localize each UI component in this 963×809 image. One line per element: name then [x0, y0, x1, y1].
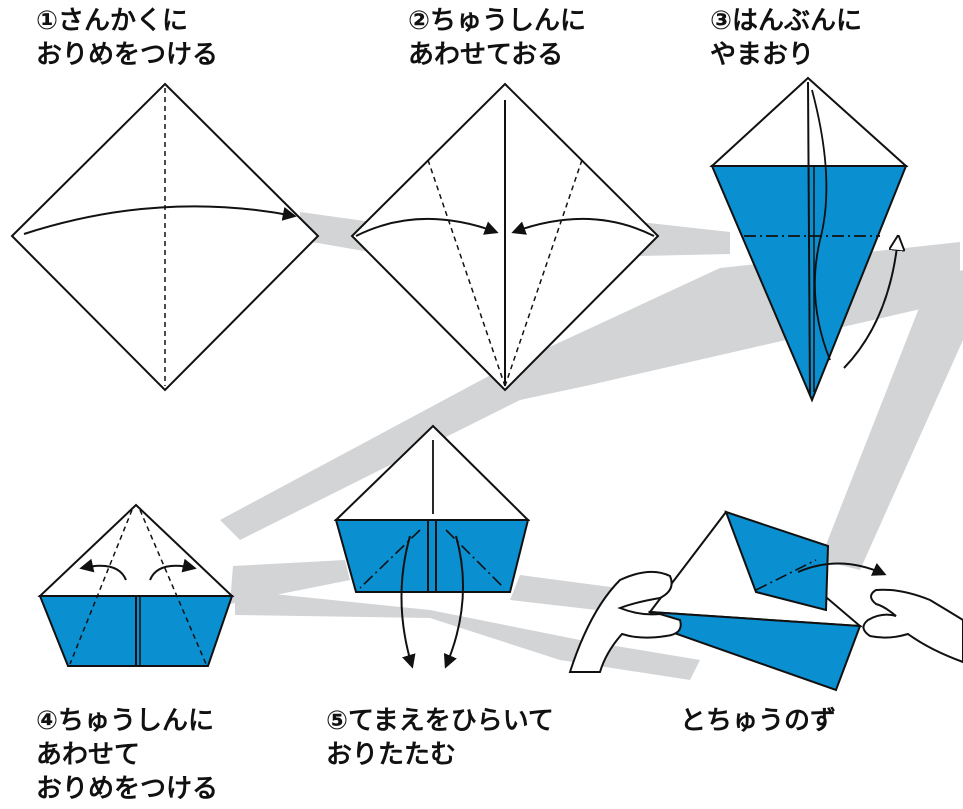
step4-right-arrow — [149, 558, 197, 581]
step5-caption: ⑤てまえをひらいて おりたたむ — [326, 704, 554, 772]
step5-left-fold-line — [359, 529, 421, 589]
step4-diagram — [37, 503, 235, 667]
step5-diagram — [333, 424, 531, 669]
step3-curved-edge — [811, 89, 831, 361]
step4-left-valley-line — [69, 509, 133, 665]
midway-diagram — [568, 510, 963, 692]
left-hand-outline — [568, 570, 682, 673]
step3-center-line — [807, 81, 811, 397]
step2-right-arrow — [511, 217, 655, 237]
step4-right-valley-line — [139, 509, 207, 665]
midway-blue-flap-top — [724, 510, 830, 612]
step3-caption-line1: ③はんぶんに — [710, 6, 863, 36]
step4-left-arrow — [79, 558, 127, 581]
guide-band-2-3 — [640, 222, 730, 256]
step1-caption-line2: おりめをつける — [36, 40, 219, 70]
guide-band-1-2 — [300, 212, 372, 252]
step2-left-arrow — [355, 217, 499, 237]
midway-fold-line — [755, 559, 817, 591]
step4-caption-line3: おりめをつける — [36, 774, 219, 804]
step2-diagram — [350, 82, 660, 392]
step3-mountain-fold-arrow — [843, 238, 898, 369]
step4-caption: ④ちゅうしんに あわせて おりめをつける — [36, 704, 218, 806]
midway-caption: とちゅうのず — [680, 704, 836, 738]
guide-band-5-6 — [510, 575, 618, 612]
step5-left-arrow — [400, 535, 416, 669]
step3-diagram — [709, 76, 909, 403]
step5-right-fold-line — [445, 529, 505, 589]
step5-caption-line1: ⑤てまえをひらいて — [326, 706, 554, 736]
step1-fold-arrow — [23, 205, 297, 235]
step4-caption-line2: あわせて — [36, 740, 141, 770]
right-hand-outline — [862, 588, 963, 664]
step5-caption-line2: おりたたむ — [326, 740, 457, 770]
step2-right-valley-line — [504, 159, 583, 387]
step2-caption-line2: あわせておる — [408, 40, 564, 70]
step1-caption-line1: ①さんかくに — [36, 6, 189, 36]
step2-left-valley-line — [427, 159, 506, 387]
guide-band-right — [820, 270, 963, 570]
step4-white-top — [37, 503, 235, 597]
step4-caption-line1: ④ちゅうしんに — [36, 706, 215, 736]
midway-open-arrow — [797, 562, 887, 576]
step2-caption: ②ちゅうしんに あわせておる — [408, 4, 586, 72]
step3-caption-line2: やまおり — [710, 40, 815, 70]
step3-caption: ③はんぶんに やまおり — [710, 4, 862, 72]
step5-right-arrow — [443, 535, 465, 669]
step2-caption-line1: ②ちゅうしんに — [408, 6, 587, 36]
midway-caption-line1: とちゅうのず — [680, 706, 837, 736]
step5-blue-body — [334, 519, 530, 593]
step1-caption: ①さんかくに おりめをつける — [36, 4, 218, 72]
guide-band-3-4 — [220, 242, 960, 540]
step1-diagram — [10, 82, 320, 392]
